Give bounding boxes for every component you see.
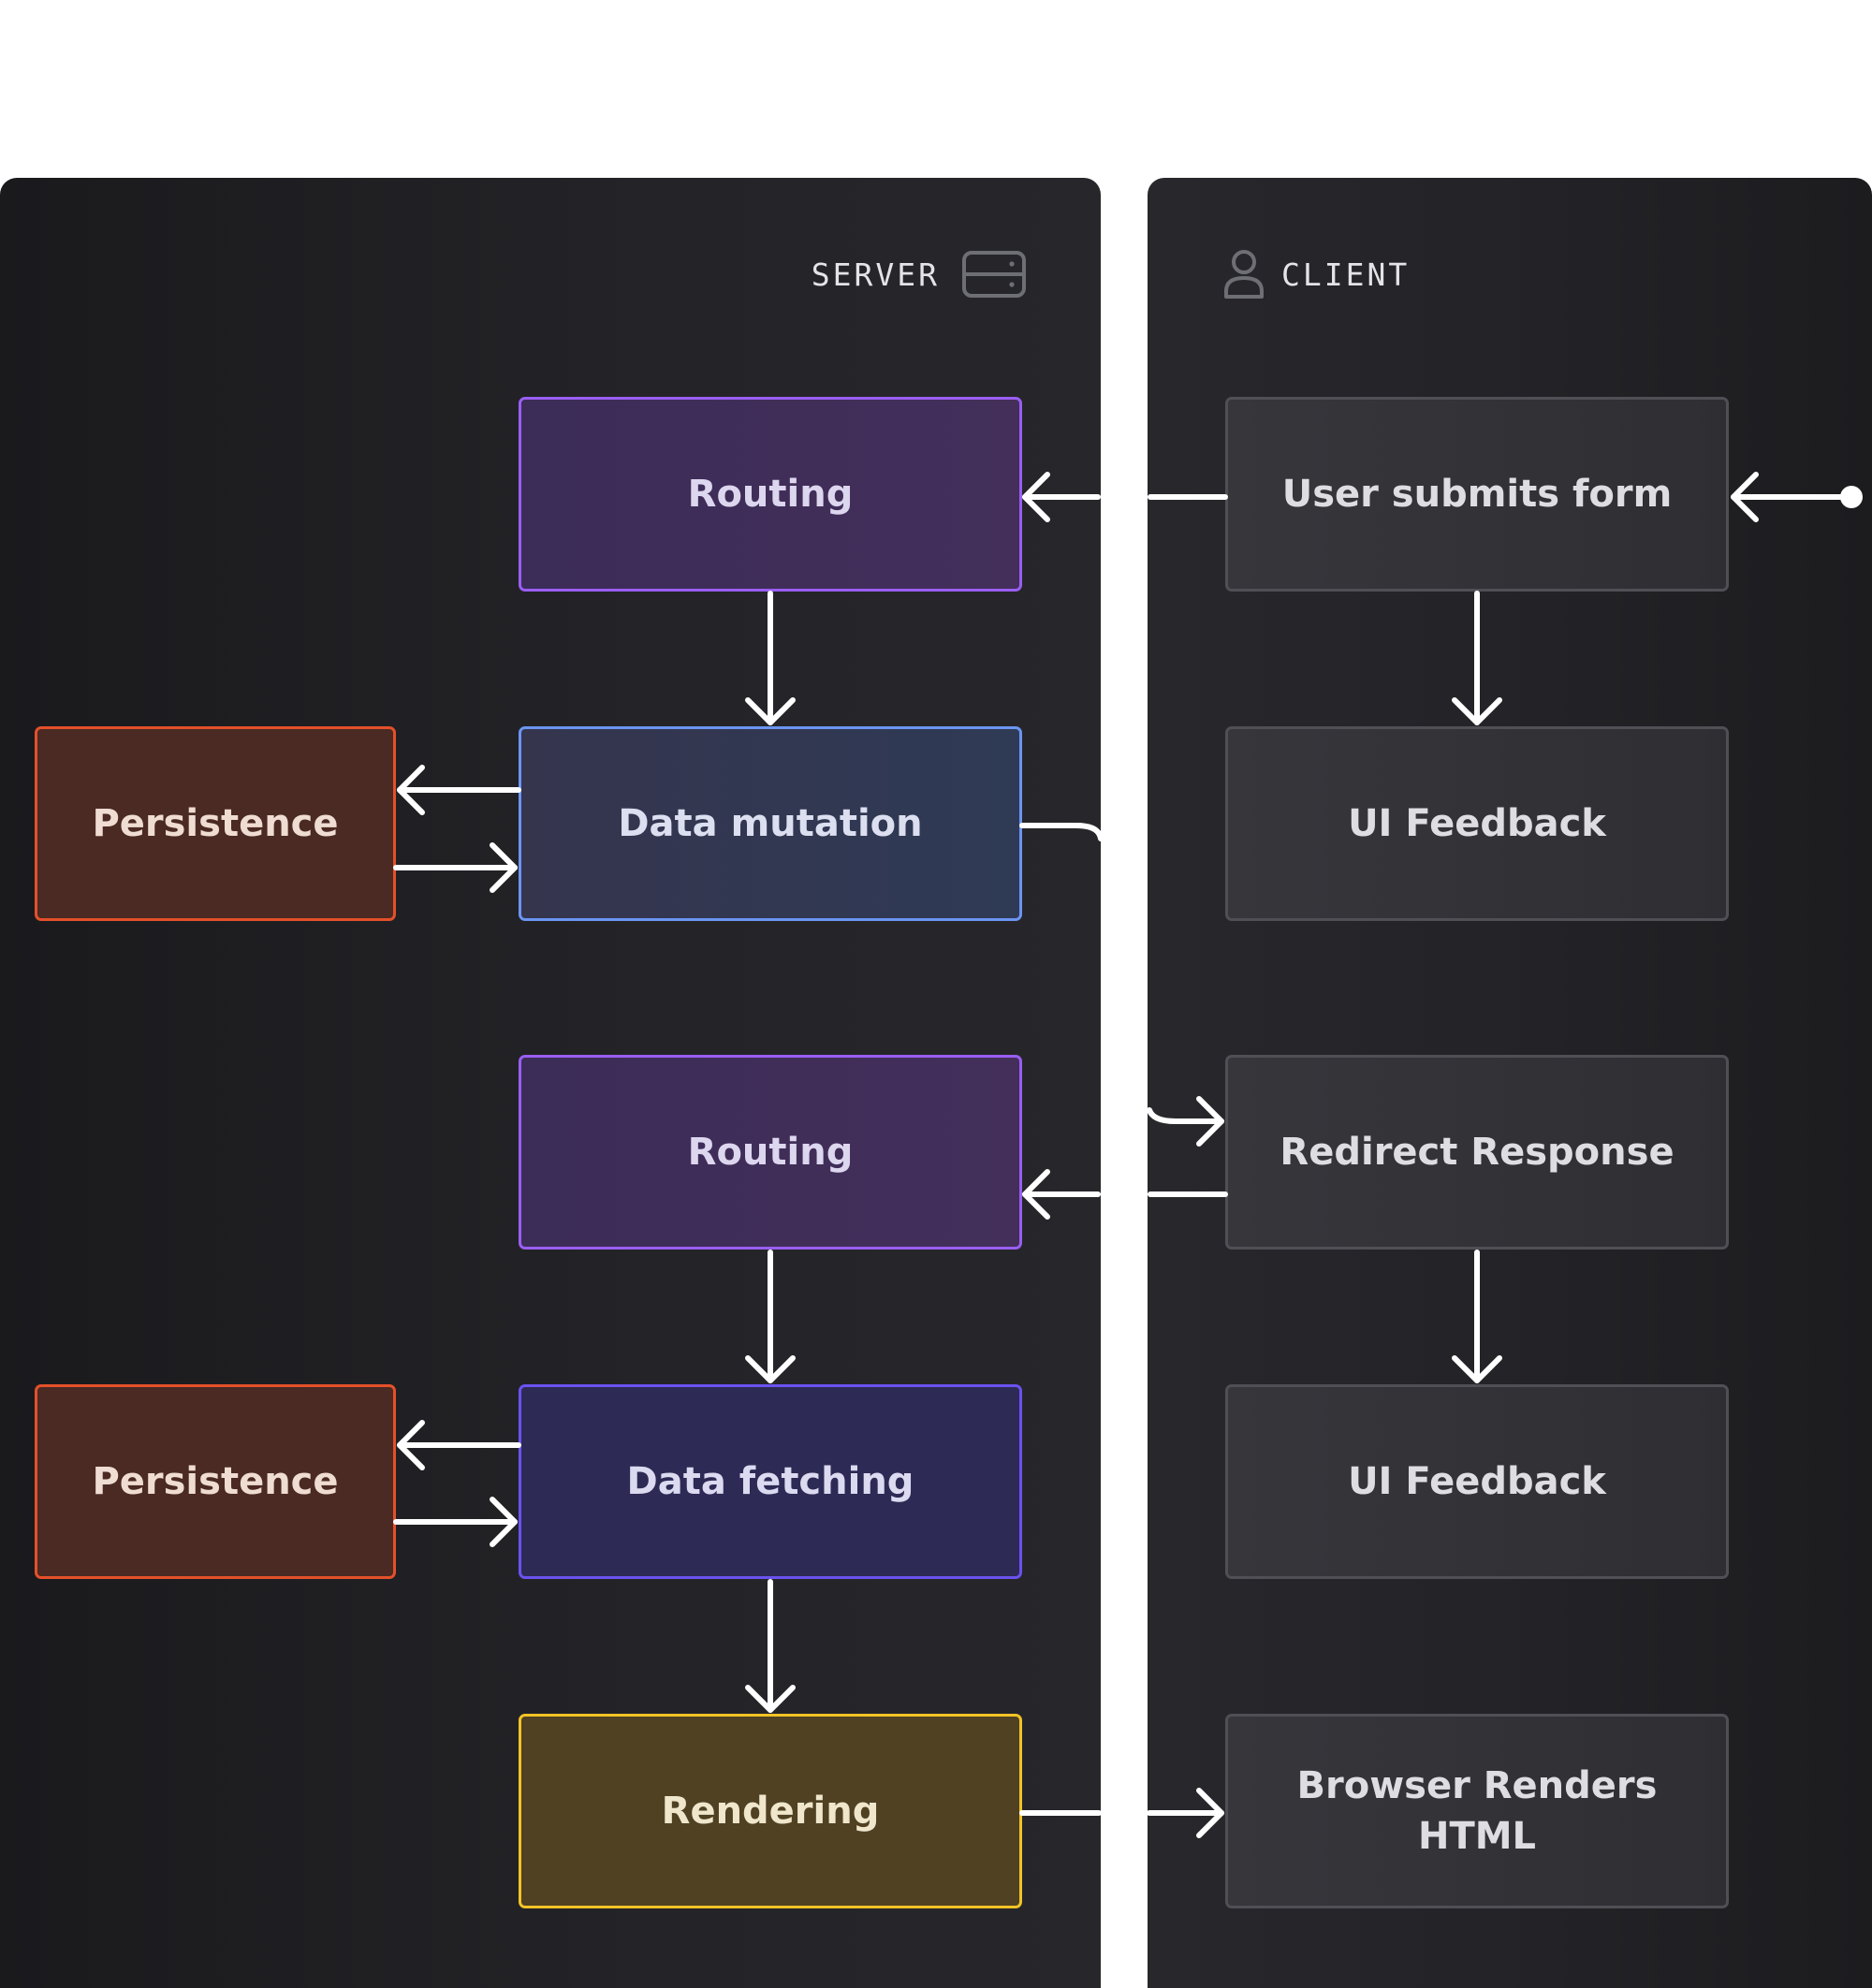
routing-node: Routing [519,397,1022,592]
rendering-node: Rendering [519,1714,1022,1908]
client-lane-label: CLIENT [1281,256,1411,293]
ui-feedback-node: UI Feedback [1225,726,1729,921]
user-icon [1224,250,1264,299]
data-mutation-node: Data mutation [519,726,1022,921]
browser-renders-html-node: Browser Renders HTML [1225,1714,1729,1908]
user-submits-form-node: User submits form [1225,397,1729,592]
routing-node: Routing [519,1055,1022,1250]
persistence-node: Persistence [35,1384,396,1579]
ui-feedback-node: UI Feedback [1225,1384,1729,1579]
server-icon [962,251,1026,298]
redirect-response-node: Redirect Response [1225,1055,1729,1250]
persistence-node: Persistence [35,726,396,921]
data-fetching-node: Data fetching [519,1384,1022,1579]
server-lane-label: SERVER [811,256,940,293]
